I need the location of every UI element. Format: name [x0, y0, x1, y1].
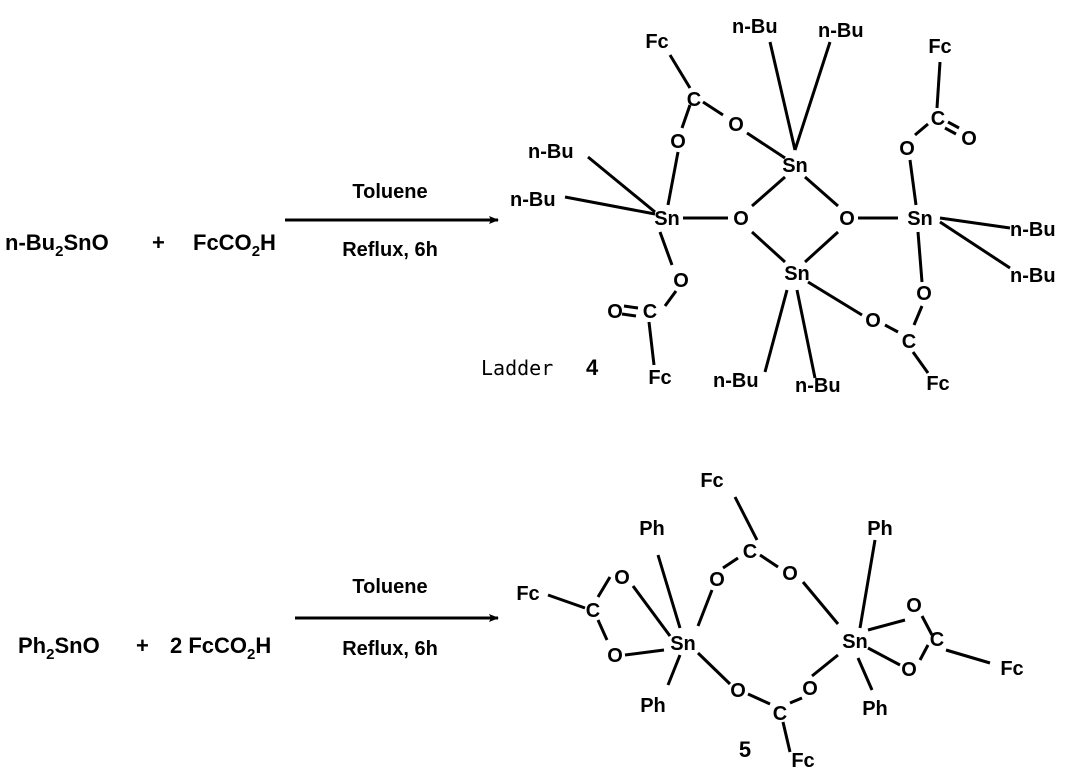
atom-o-left-chelate-a: O	[614, 567, 630, 589]
atom-o-top-b: O	[670, 131, 686, 153]
dimer-bonds	[547, 496, 991, 753]
atom-o-left-chelate-b: O	[607, 645, 623, 667]
atom-o-top-a: O	[728, 114, 744, 136]
fc-bottom-bridge: Fc	[791, 750, 814, 767]
plus-sign: +	[152, 230, 165, 255]
atom-c-left-chelate: C	[586, 600, 600, 622]
n-bu-top-a: n-Bu	[732, 16, 778, 38]
reaction-2: Ph2SnO + 2 FcCO2H Toluene Reflux, 6h	[18, 470, 1024, 767]
condition-reflux-2: Reflux, 6h	[342, 638, 438, 660]
atom-o-top-bridge-a: O	[709, 569, 725, 591]
reactant-diphenyltin-oxide: Ph2SnO	[18, 633, 100, 663]
atom-c-bottom: C	[902, 331, 916, 353]
atom-sn-top: Sn	[782, 155, 808, 177]
atom-o-right-c: O	[961, 128, 977, 150]
fc-right-chelate: Fc	[1000, 658, 1023, 680]
product-label-ladder: Ladder	[481, 356, 553, 380]
atom-sn-left: Sn	[654, 208, 680, 230]
condition-solvent-2: Toluene	[352, 576, 427, 598]
n-bu-left-b: n-Bu	[510, 189, 556, 211]
atom-o-core-right: O	[839, 208, 855, 230]
reactant-2-ferrocenecarboxylic-acid: 2 FcCO2H	[170, 633, 271, 663]
ph-right-bottom: Ph	[862, 698, 888, 720]
fc-top-bridge: Fc	[700, 470, 723, 492]
n-bu-bottom-a: n-Bu	[713, 370, 759, 392]
ph-left-top: Ph	[639, 518, 665, 540]
atom-o-bottom: O	[865, 310, 881, 332]
ladder-atoms: Sn Sn Sn Sn O O O C O Fc O C O Fc O C Fc…	[510, 16, 1056, 397]
atom-o-core-left: O	[733, 208, 749, 230]
product-number-4: 4	[586, 355, 599, 380]
n-bu-right-a: n-Bu	[1010, 219, 1056, 241]
atom-o-bottom-bridge-a: O	[730, 680, 746, 702]
fc-left-chelate: Fc	[516, 583, 539, 605]
reactant-dibutyltin-oxide: n-Bu2SnO	[5, 230, 109, 260]
ph-left-bottom: Ph	[640, 695, 666, 717]
atom-c-bottom-bridge: C	[773, 703, 787, 725]
atom-o-left-a: O	[673, 270, 689, 292]
fc-bottom-right: Fc	[926, 373, 949, 395]
plus-sign-2: +	[136, 633, 149, 658]
atom-c-top: C	[687, 89, 701, 111]
ph-right-top: Ph	[867, 518, 893, 540]
atom-sn-left-2: Sn	[670, 633, 696, 655]
reactant-ferrocenecarboxylic-acid: FcCO2H	[193, 230, 276, 260]
n-bu-left-a: n-Bu	[528, 141, 574, 163]
condition-solvent: Toluene	[352, 181, 427, 203]
atom-c-top-bridge: C	[743, 541, 757, 563]
atom-o-left-b: O	[607, 301, 623, 323]
atom-o-right-chelate-b: O	[901, 659, 917, 681]
fc-top-left: Fc	[645, 31, 668, 53]
atom-c-left: C	[643, 301, 657, 323]
atom-c-right: C	[931, 108, 945, 130]
atom-o-right-a: O	[916, 283, 932, 305]
atom-o-right-chelate-a: O	[906, 595, 922, 617]
n-bu-top-b: n-Bu	[818, 20, 864, 42]
n-bu-bottom-b: n-Bu	[795, 375, 841, 397]
fc-bottom-left: Fc	[648, 367, 671, 389]
product-number-5: 5	[739, 737, 751, 762]
atom-o-bottom-bridge-b: O	[802, 678, 818, 700]
ladder-bonds	[564, 41, 1011, 379]
atom-c-right-chelate: C	[930, 629, 944, 651]
reaction-1: n-Bu2SnO + FcCO2H Toluene Reflux, 6h	[5, 16, 1056, 397]
dimer-atoms: Sn Sn Ph Ph Ph Ph Fc O C O Fc O C O O C …	[516, 470, 1023, 767]
atom-o-right-b: O	[899, 138, 915, 160]
atom-sn-right-2: Sn	[842, 631, 868, 653]
atom-sn-right: Sn	[907, 208, 933, 230]
n-bu-right-b: n-Bu	[1010, 265, 1056, 287]
fc-top-right: Fc	[928, 36, 951, 58]
condition-reflux: Reflux, 6h	[342, 239, 438, 261]
atom-sn-bottom: Sn	[784, 263, 810, 285]
atom-o-top-bridge-b: O	[782, 563, 798, 585]
